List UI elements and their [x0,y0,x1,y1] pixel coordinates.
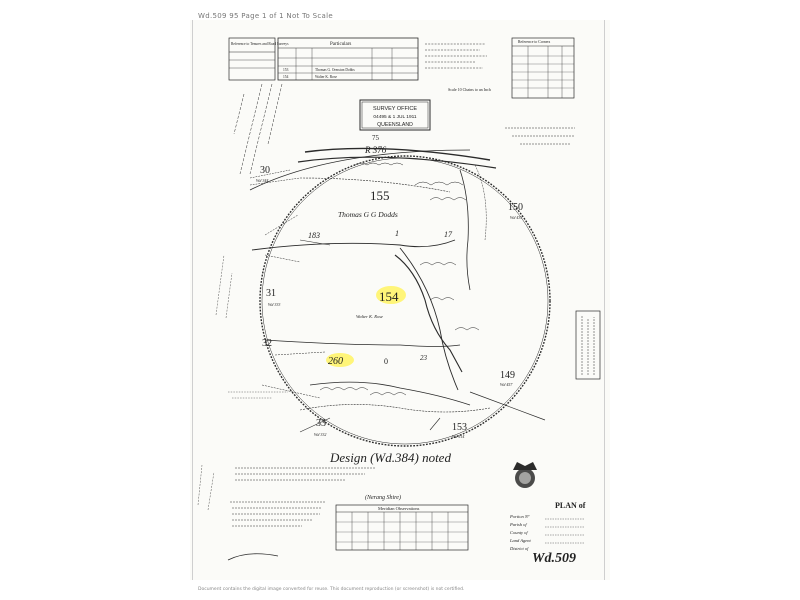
neighbour-ref: Wd 433 [510,215,522,220]
area-label-a: 183 [308,231,320,240]
particulars-row-name: Walter K. Rose [315,75,337,79]
particulars-row-portion: 153 [283,68,289,72]
reference-table-right: Reference to Corners [511,37,575,99]
portion-30-label: 30 [260,165,270,176]
portion-155-owner: Thomas G G Dodds [338,210,398,219]
portion-150-label: 150 [508,202,523,213]
scale-note: Scale 10 Chains to an Inch [448,87,491,92]
portion-155-label: 155 [370,188,390,203]
crown-seal [513,462,537,488]
neighbour-ref: Wd 344 [256,178,268,183]
highlight-154 [376,286,406,304]
title-block-notes: Scale 10 Chains to an Inch [425,43,491,92]
road-reserve-label: R 376 [364,145,387,155]
neighbour-ref: Wd 332 [314,432,326,437]
portion-154-label: 154 [379,289,399,304]
neighbour-plan-refs: Wd 344 Wd 433 Wd 333 Wd 457 Wd 332 Wd 51… [256,178,522,439]
terrain-hachures [319,162,480,396]
area-label-b: 1 [395,229,399,238]
plan-number: Wd.509 [532,551,576,566]
area-label-c: 17 [444,230,453,239]
page-edge-right [604,20,605,580]
survey-circle-boundary [259,155,551,447]
portion-boundaries [249,149,546,433]
design-note: Design (Wd.384) noted [329,450,451,465]
portion-260-label: 260 [328,356,343,367]
particulars-table: Particulars 153 Thomas G. Ormston Dobbs … [277,37,419,81]
plan-field-county: County of [510,530,528,535]
stamp-line-2: 04495 & 1 JUL 1911 [373,114,417,120]
plan-field-portion: Portion Nº [509,514,530,519]
portion-32-label: 32 [262,338,272,349]
particulars-row-name: Thomas G. Ormston Dobbs [315,68,355,72]
plan-title-block: PLAN of Portion Nº Parish of County of L… [509,501,586,566]
page-footer-note: Document contains the digital image conv… [198,587,465,592]
vertical-stamp [575,310,601,380]
page-edge-left [192,20,193,580]
portion-33-label: 33 [316,418,326,429]
plan-field-agent: Land Agent [509,538,532,543]
neighbour-ref: Wd 457 [500,382,513,387]
survey-circle-inner [261,157,549,445]
plan-field-parish: Parish of [509,522,527,527]
reference-left-title: Reference to Tenures and Road Surveys [231,42,289,46]
meridian-title: Meridian Observations [378,506,420,511]
portion-31-label: 31 [266,288,276,299]
portion-149-label: 149 [500,370,515,381]
stamp-line-3: QUEENSLAND [377,122,413,128]
plan-of-label: PLAN of [555,501,586,510]
meridian-observations-table: Meridian Observations [335,504,469,551]
portion-labels: 155 Thomas G G Dodds 183 1 17 154 Walter… [260,165,523,433]
stamp-line-1: SURVEY OFFICE [373,106,417,112]
particulars-title: Particulars [330,42,351,47]
portion-label-top: 75 [372,134,380,142]
reference-table-left: Reference to Tenures and Road Surveys [228,37,289,81]
scan-header: Wd.509 95 Page 1 of 1 Not To Scale [198,12,333,20]
highlight-260 [326,353,354,367]
plan-field-district: District of [509,546,529,551]
neighbour-ref: Wd 514 [452,434,464,439]
neighbour-ref: Wd 333 [268,302,280,307]
area-label-e: 23 [420,354,428,362]
survey-office-stamp: SURVEY OFFICE 04495 & 1 JUL 1911 QUEENSL… [359,99,431,131]
shire-label: (Nerang Shire) [365,494,401,501]
area-label-d: 0 [384,357,388,366]
particulars-row-portion: 154 [283,75,289,79]
portion-153-label: 153 [452,422,467,433]
portion-154-owner: Walter K. Rose [356,314,383,319]
reference-right-title: Reference to Corners [518,40,551,44]
